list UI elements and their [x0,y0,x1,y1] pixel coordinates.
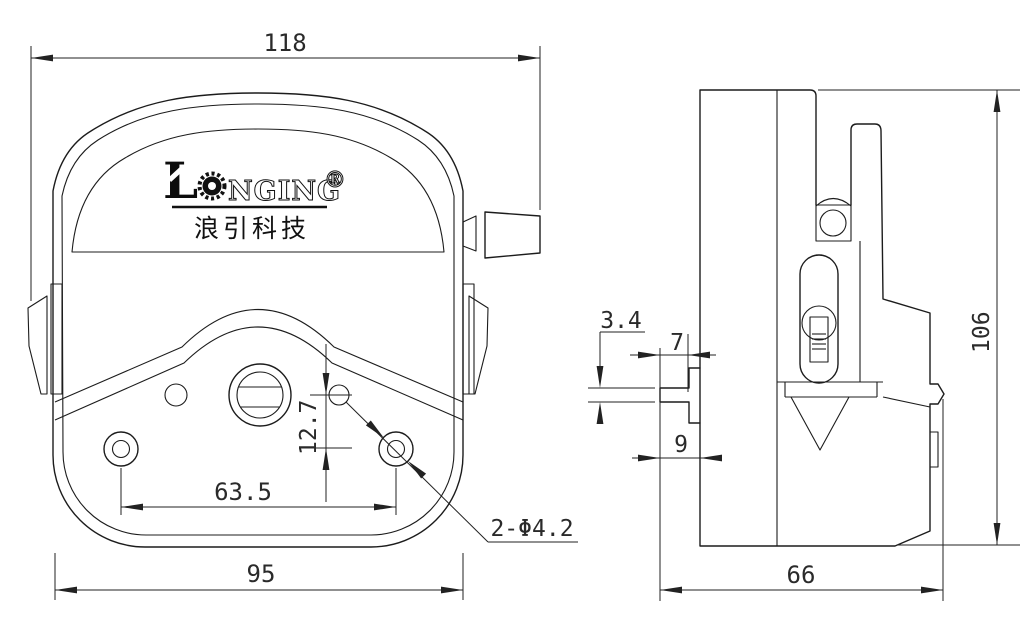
dim-text-hole-callout: 2-Φ4.2 [490,516,573,542]
brand-logo: L NGING ® 浪引科技 [163,151,347,243]
lever-pivot [801,305,837,341]
screw-boss-outer [228,363,292,427]
cradle-dome [815,197,852,207]
dim-hole-spacing-63-5: 63.5 [120,468,397,515]
hole-callout-leader: 2-Φ4.2 [345,401,578,543]
ear-lever-right [468,295,489,395]
dim-text-7: 7 [670,330,684,356]
pin-hole-left [164,383,188,407]
dim-depth-66: 66 [659,348,944,601]
dim-key-slot-3-4: 3.4 [588,308,655,424]
mount-hole-right-inner [386,439,406,459]
dim-hole-offset-12-7: 12.7 [296,344,352,502]
knob-neck [462,215,477,252]
dim-shaft-length-7: 7 [630,330,716,392]
logo-letter-l: L [163,151,198,210]
gear-icon [197,171,227,201]
v-notch [790,396,850,451]
logo-window [71,128,445,253]
mount-hole-left-outer [103,431,139,467]
drive-shaft-key [659,367,701,424]
ear-lever-left [27,295,48,395]
dim-text-3-4: 3.4 [600,308,642,334]
dim-text-63-5: 63.5 [214,478,272,506]
mount-hole-left-inner [111,439,131,459]
slider-grip-lines [812,333,826,350]
dim-text-106: 106 [969,311,995,353]
ear-rect-left [50,283,63,395]
lever-slot [799,254,839,384]
front-inner-profile [61,103,455,536]
latch-clip [930,431,939,468]
dim-text-118: 118 [263,29,306,57]
dim-overall-width-118: 118 [30,29,541,301]
front-view: L NGING ® 浪引科技 118 [27,29,578,600]
screw-boss-inner [236,371,284,419]
roller-circle [819,209,847,237]
logo-letter-l-highlight [168,166,184,182]
side-outer-profile [699,89,945,547]
cradle-square [815,204,852,242]
dim-shaft-total-9: 9 [632,432,722,462]
logo-chinese-name: 浪引科技 [194,214,310,243]
dim-text-12-7: 12.7 [296,400,322,455]
housing-wave-upper [54,308,464,403]
cover-bottom-edge [882,396,931,408]
side-view: 106 66 7 9 [588,89,1020,601]
knob-body [484,211,541,259]
housing-wave-lower [54,326,464,421]
registered-mark: ® [324,167,346,193]
dim-text-9: 9 [674,432,688,458]
logo-name-rest: NGING [228,176,341,207]
front-outer-profile [52,92,464,548]
dim-text-66: 66 [787,561,816,589]
lever-slider [809,316,829,363]
dim-height-106: 106 [818,89,1020,546]
mount-hole-right-outer [378,431,414,467]
dim-base-width-95: 95 [54,553,464,600]
dim-text-95: 95 [247,560,276,588]
